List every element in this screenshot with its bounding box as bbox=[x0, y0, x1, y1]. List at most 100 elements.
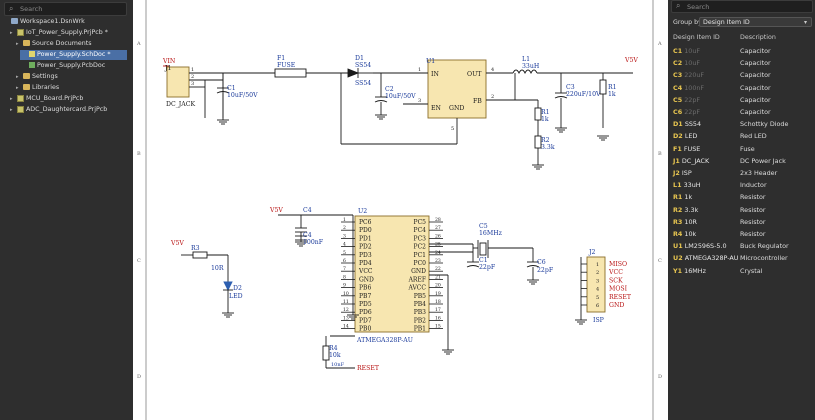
group-by-select[interactable]: Design Item ID ▾ bbox=[699, 17, 812, 27]
tree-item[interactable]: Power_Supply.SchDoc * bbox=[20, 50, 127, 60]
v5v-net-label: V5V bbox=[624, 57, 638, 64]
f1-fuse[interactable] bbox=[274, 68, 307, 78]
l1-inductor[interactable] bbox=[512, 69, 538, 75]
component-value: LM2596S-5.0 bbox=[684, 242, 727, 251]
ground-symbol bbox=[575, 319, 587, 325]
pcb-project-icon bbox=[17, 28, 24, 36]
description-cell: Capacitor bbox=[740, 108, 771, 116]
description-cell: Capacitor bbox=[740, 59, 771, 68]
expand-arrow-icon[interactable]: ▸ bbox=[16, 74, 19, 80]
u2-pin-name: AREF bbox=[408, 276, 426, 283]
u2-pin-name: AVCC bbox=[407, 285, 426, 292]
tree-item[interactable]: Power_Supply.PcbDoc bbox=[0, 61, 105, 71]
u2-pin-name: PB7 bbox=[359, 293, 371, 300]
tree-item[interactable]: ▸IoT_Power_Supply.PrjPcb * bbox=[0, 28, 108, 38]
u2-pin-name: VCC bbox=[358, 268, 373, 275]
pcb-project-icon bbox=[17, 94, 24, 102]
projects-search-input[interactable]: ⌕ Search bbox=[4, 2, 127, 16]
ground-symbol bbox=[222, 312, 234, 318]
u2-pin-number: 17 bbox=[435, 307, 441, 313]
u2-pin-number: 16 bbox=[435, 315, 441, 321]
r2-value: 3.3k bbox=[541, 144, 555, 151]
j2-pin-number: 4 bbox=[596, 287, 599, 293]
c3-ref: C3 bbox=[566, 84, 575, 91]
component-value: ISP bbox=[681, 169, 692, 177]
component-value: LED bbox=[684, 132, 698, 141]
schematic-canvas[interactable]: A B C D A B C D bbox=[133, 0, 668, 420]
ref-designator: C4 bbox=[673, 83, 683, 92]
expand-arrow-icon[interactable]: ▸ bbox=[10, 96, 13, 102]
r4-value-2: 10nF bbox=[331, 362, 345, 368]
u1-pin-gnd: GND bbox=[449, 105, 464, 112]
j2-signal-label: SCK bbox=[609, 277, 623, 284]
u2-pin-number: 7 bbox=[343, 266, 346, 272]
expand-arrow-icon[interactable]: ▸ bbox=[10, 30, 13, 36]
expand-arrow-icon[interactable]: ▸ bbox=[16, 85, 19, 91]
tree-item[interactable]: ▸Source Documents bbox=[0, 39, 92, 49]
vin-net-label: VIN bbox=[162, 58, 176, 65]
dc-jack-connector[interactable] bbox=[166, 66, 190, 98]
j2-signal-label: VCC bbox=[608, 269, 623, 276]
u2-microcontroller[interactable] bbox=[354, 215, 430, 333]
u2-pin-name: PD7 bbox=[359, 317, 372, 324]
column-header-design-item-id[interactable]: Design Item ID bbox=[673, 34, 720, 41]
u2-pin-number: 5 bbox=[343, 250, 346, 256]
schematic-doc-icon bbox=[29, 51, 35, 57]
ref-designator: R4 bbox=[673, 230, 683, 238]
u2-ref: U2 bbox=[358, 208, 367, 215]
column-header-description[interactable]: Description bbox=[740, 34, 776, 41]
folder-icon bbox=[23, 73, 30, 79]
r1b-ref: R1 bbox=[541, 109, 550, 116]
tree-item[interactable]: ▸Settings bbox=[0, 72, 58, 82]
f1-ref: F1 bbox=[277, 55, 285, 62]
j2-signal-label: GND bbox=[609, 302, 624, 309]
tree-item[interactable]: ▸MCU_Board.PrjPcb bbox=[0, 94, 83, 104]
u2-pin-number: 22 bbox=[435, 266, 441, 272]
ground-symbol bbox=[217, 119, 229, 125]
d2-led[interactable] bbox=[223, 281, 233, 298]
tree-item[interactable]: ▸ADC_Daughtercard.PrjPcb bbox=[0, 105, 107, 115]
crystal[interactable] bbox=[479, 242, 487, 256]
expand-arrow-icon[interactable]: ▸ bbox=[16, 41, 19, 47]
tree-item[interactable]: Workspace1.DsnWrk bbox=[0, 17, 85, 27]
c5-ref-2: C1 bbox=[479, 257, 488, 264]
u1-pinnum-4: 4 bbox=[491, 67, 494, 73]
u2-pin-number: 10 bbox=[343, 291, 349, 297]
border-letter-d: D bbox=[137, 374, 141, 380]
c5-ref: C5 bbox=[479, 223, 488, 230]
u2-pin-name: PD5 bbox=[359, 301, 372, 308]
u2-pin-name: PB2 bbox=[414, 317, 426, 324]
expand-arrow-icon[interactable]: ▸ bbox=[10, 107, 13, 113]
ref-designator: F1 bbox=[673, 144, 682, 153]
d1-name-2: SS54 bbox=[355, 80, 371, 87]
d1-schottky-diode[interactable] bbox=[347, 68, 373, 78]
c2-ref: C2 bbox=[385, 86, 394, 93]
j2-isp-header[interactable] bbox=[586, 256, 606, 313]
tree-item[interactable]: ▸Libraries bbox=[0, 83, 59, 93]
u2-pin-number: 9 bbox=[343, 283, 346, 289]
u1-buck-regulator[interactable] bbox=[427, 59, 487, 119]
components-search-input[interactable]: ⌕ Search bbox=[671, 0, 813, 13]
schematic-sheet[interactable]: A B C D A B C D bbox=[133, 0, 668, 420]
u1-pinnum-5: 5 bbox=[451, 126, 454, 132]
j2-signal-label: RESET bbox=[609, 294, 632, 301]
